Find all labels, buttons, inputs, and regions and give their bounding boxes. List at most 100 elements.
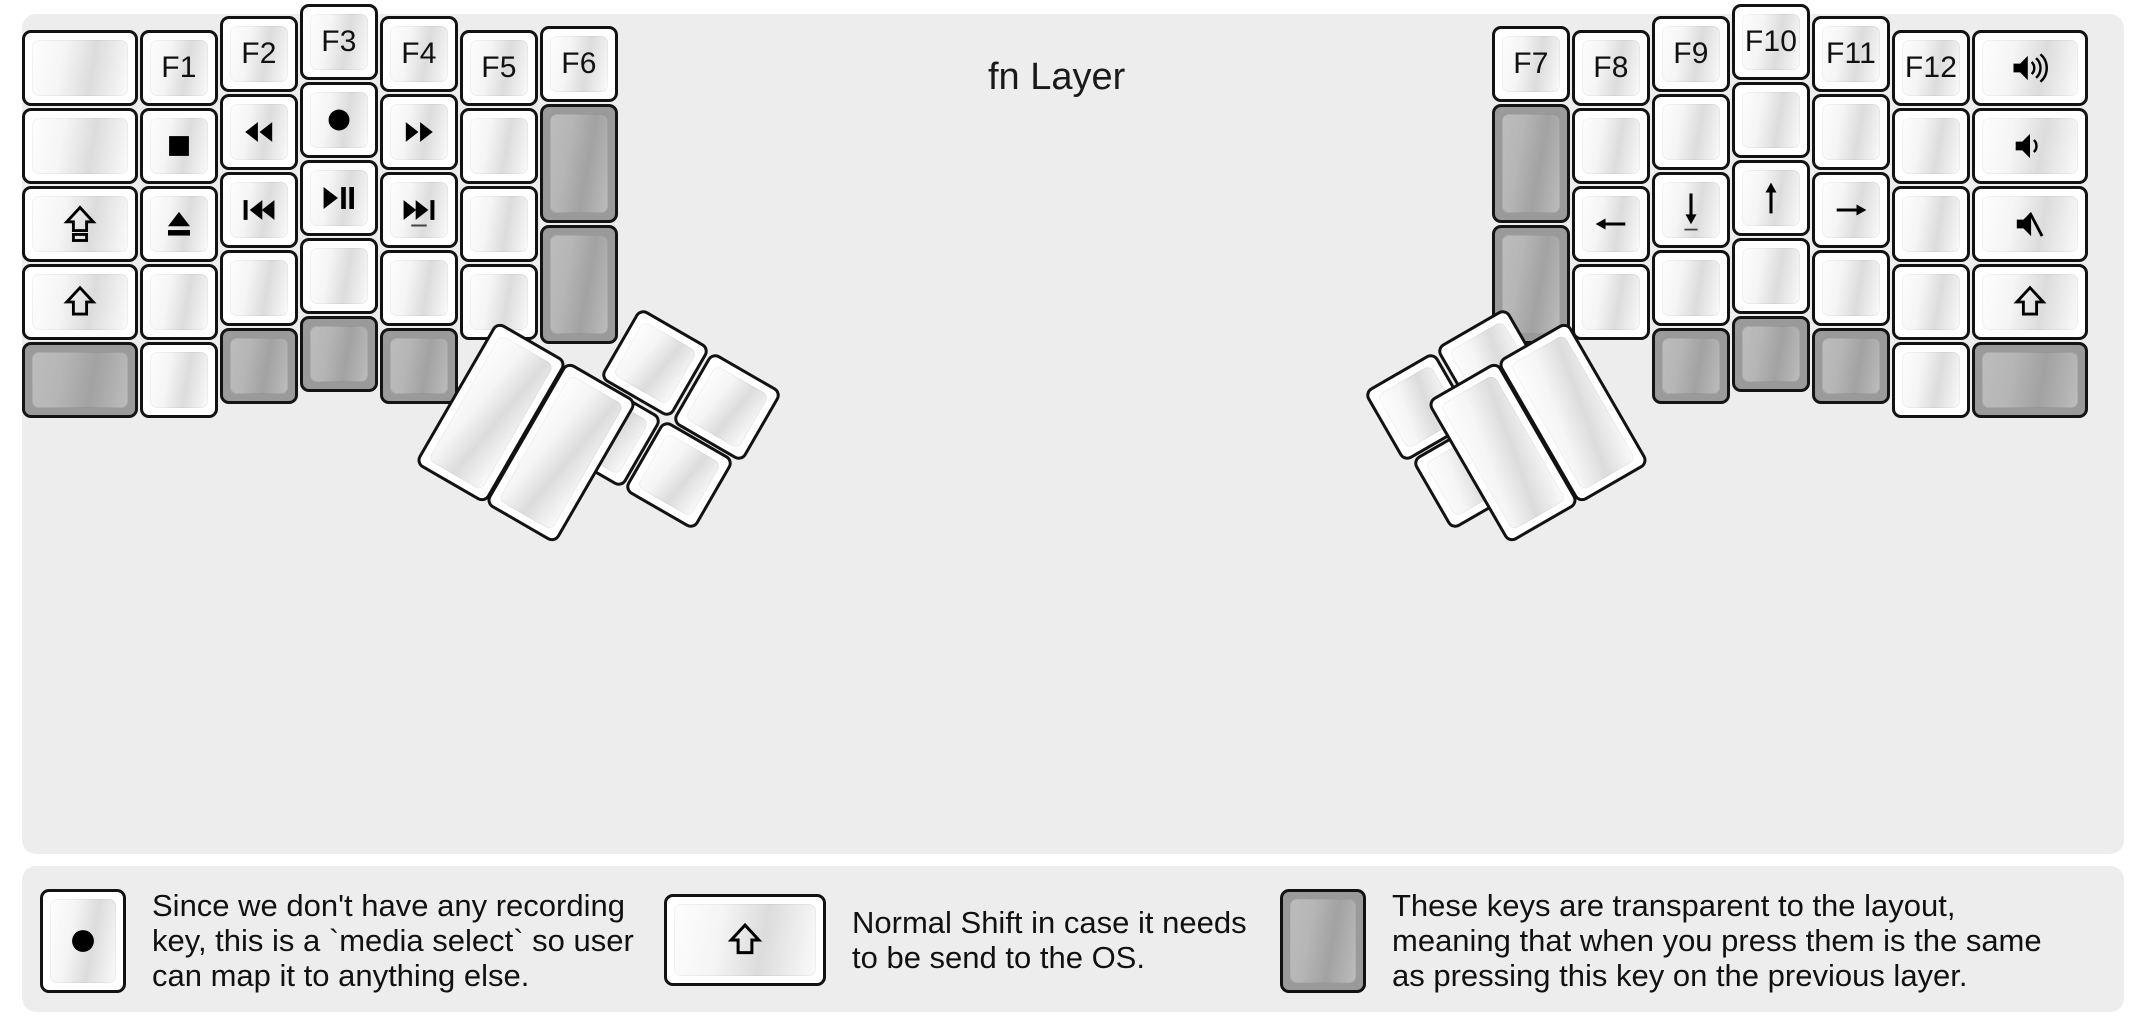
legend-text-1: Normal Shift in case it needs to be send…	[852, 904, 1247, 975]
key-left-inner-column-0[interactable]: F5	[460, 30, 538, 106]
key-left-ring-column-2[interactable]	[220, 172, 298, 248]
key-left-middle-column-2[interactable]	[300, 160, 378, 236]
key-transparent-right-index-column-4[interactable]	[1652, 328, 1730, 404]
key-transparent-left-index-column-4[interactable]	[380, 328, 458, 404]
key-right-outer-column-2[interactable]	[1972, 186, 2088, 262]
key-right-pinky-column-1[interactable]	[1892, 108, 1970, 184]
keycap	[1982, 274, 2078, 330]
key-transparent-left-innermost-column-2[interactable]	[540, 225, 618, 344]
caps-lock-icon	[58, 202, 102, 246]
keycap	[230, 260, 288, 316]
keycap: F11	[1822, 26, 1880, 82]
keycap	[1290, 898, 1356, 983]
keycap: F12	[1902, 40, 1960, 96]
keycap	[390, 182, 448, 238]
key-transparent-right-innermost-column-1[interactable]	[1492, 104, 1570, 223]
key-right-pinky-column-0[interactable]: F12	[1892, 30, 1970, 106]
key-right-index-column-0[interactable]: F9	[1652, 16, 1730, 92]
keycap	[1982, 118, 2078, 174]
key-left-outer-column-0[interactable]	[22, 30, 138, 106]
keycap	[1902, 196, 1960, 252]
keycap: F7	[1502, 36, 1560, 92]
key-left-pinky-column-4[interactable]	[140, 342, 218, 418]
legend-key-sample-1[interactable]	[664, 894, 826, 986]
legend-text-0: Since we don't have any recording key, t…	[152, 888, 634, 994]
key-left-ring-column-3[interactable]	[220, 250, 298, 326]
key-left-inner-column-1[interactable]	[460, 108, 538, 184]
key-transparent-left-middle-column-4[interactable]	[300, 316, 378, 392]
media-eject-icon	[157, 202, 201, 246]
key-right-outer-column-3[interactable]	[1972, 264, 2088, 340]
keycap	[390, 260, 448, 316]
key-transparent-right-outer-column-4[interactable]	[1972, 342, 2088, 418]
key-left-innermost-column-0[interactable]: F6	[540, 26, 618, 102]
keycap	[1822, 104, 1880, 160]
key-right-innermost-column-0[interactable]: F7	[1492, 26, 1570, 102]
keycap	[390, 338, 448, 394]
key-right-ring-column-0[interactable]: F11	[1812, 16, 1890, 92]
key-label: F2	[241, 37, 277, 70]
key-left-inner-column-2[interactable]	[460, 186, 538, 262]
key-label: F3	[321, 25, 357, 58]
key-left-pinky-column-3[interactable]	[140, 264, 218, 340]
keycap	[1742, 92, 1800, 148]
keycap	[150, 274, 208, 330]
key-right-middle-column-1[interactable]	[1732, 82, 1810, 158]
keycap	[230, 338, 288, 394]
key-left-outer-column-3[interactable]	[22, 264, 138, 340]
key-transparent-right-ring-column-4[interactable]	[1812, 328, 1890, 404]
keycap	[150, 118, 208, 174]
key-right-ring-column-1[interactable]	[1812, 94, 1890, 170]
key-right-middle-column-2[interactable]	[1732, 160, 1810, 236]
shift-icon	[722, 917, 768, 963]
key-right-inner-column-0[interactable]: F8	[1572, 30, 1650, 106]
key-right-index-column-2[interactable]	[1652, 172, 1730, 248]
key-left-pinky-column-2[interactable]	[140, 186, 218, 262]
key-right-middle-column-0[interactable]: F10	[1732, 4, 1810, 80]
key-right-ring-column-2[interactable]	[1812, 172, 1890, 248]
keycap	[1662, 104, 1720, 160]
key-label: F11	[1825, 37, 1877, 70]
keycap	[310, 326, 368, 382]
key-right-pinky-column-3[interactable]	[1892, 264, 1970, 340]
key-transparent-left-outer-column-4[interactable]	[22, 342, 138, 418]
key-label: F7	[1513, 47, 1549, 80]
key-right-outer-column-1[interactable]	[1972, 108, 2088, 184]
key-right-inner-column-2[interactable]	[1572, 186, 1650, 262]
key-left-index-column-2[interactable]	[380, 172, 458, 248]
keycap: F3	[310, 14, 368, 70]
key-left-middle-column-3[interactable]	[300, 238, 378, 314]
key-left-outer-column-2[interactable]	[22, 186, 138, 262]
key-label: F5	[481, 51, 517, 84]
key-transparent-right-middle-column-4[interactable]	[1732, 316, 1810, 392]
key-left-outer-column-1[interactable]	[22, 108, 138, 184]
key-right-pinky-column-4[interactable]	[1892, 342, 1970, 418]
media-previous-icon	[237, 188, 281, 232]
key-right-ring-column-3[interactable]	[1812, 250, 1890, 326]
key-left-middle-column-0[interactable]: F3	[300, 4, 378, 80]
key-left-pinky-column-1[interactable]	[140, 108, 218, 184]
keycap	[1662, 338, 1720, 394]
legend-key-transparent[interactable]	[1280, 888, 1366, 993]
key-right-index-column-3[interactable]	[1652, 250, 1730, 326]
keycap	[32, 352, 128, 408]
key-transparent-left-ring-column-4[interactable]	[220, 328, 298, 404]
key-right-inner-column-1[interactable]	[1572, 108, 1650, 184]
keycap	[150, 352, 208, 408]
key-right-middle-column-3[interactable]	[1732, 238, 1810, 314]
key-left-index-column-3[interactable]	[380, 250, 458, 326]
key-left-middle-column-1[interactable]	[300, 82, 378, 158]
key-right-index-column-1[interactable]	[1652, 94, 1730, 170]
key-right-pinky-column-2[interactable]	[1892, 186, 1970, 262]
key-right-outer-column-0[interactable]	[1972, 30, 2088, 106]
key-right-inner-column-3[interactable]	[1572, 264, 1650, 340]
keycap	[1982, 352, 2078, 408]
key-transparent-left-innermost-column-1[interactable]	[540, 104, 618, 223]
key-left-index-column-1[interactable]	[380, 94, 458, 170]
key-left-index-column-0[interactable]: F4	[380, 16, 458, 92]
legend-key-sample-0[interactable]	[40, 888, 126, 993]
key-left-ring-column-0[interactable]: F2	[220, 16, 298, 92]
keycap	[230, 182, 288, 238]
key-left-ring-column-1[interactable]	[220, 94, 298, 170]
key-left-pinky-column-0[interactable]: F1	[140, 30, 218, 106]
